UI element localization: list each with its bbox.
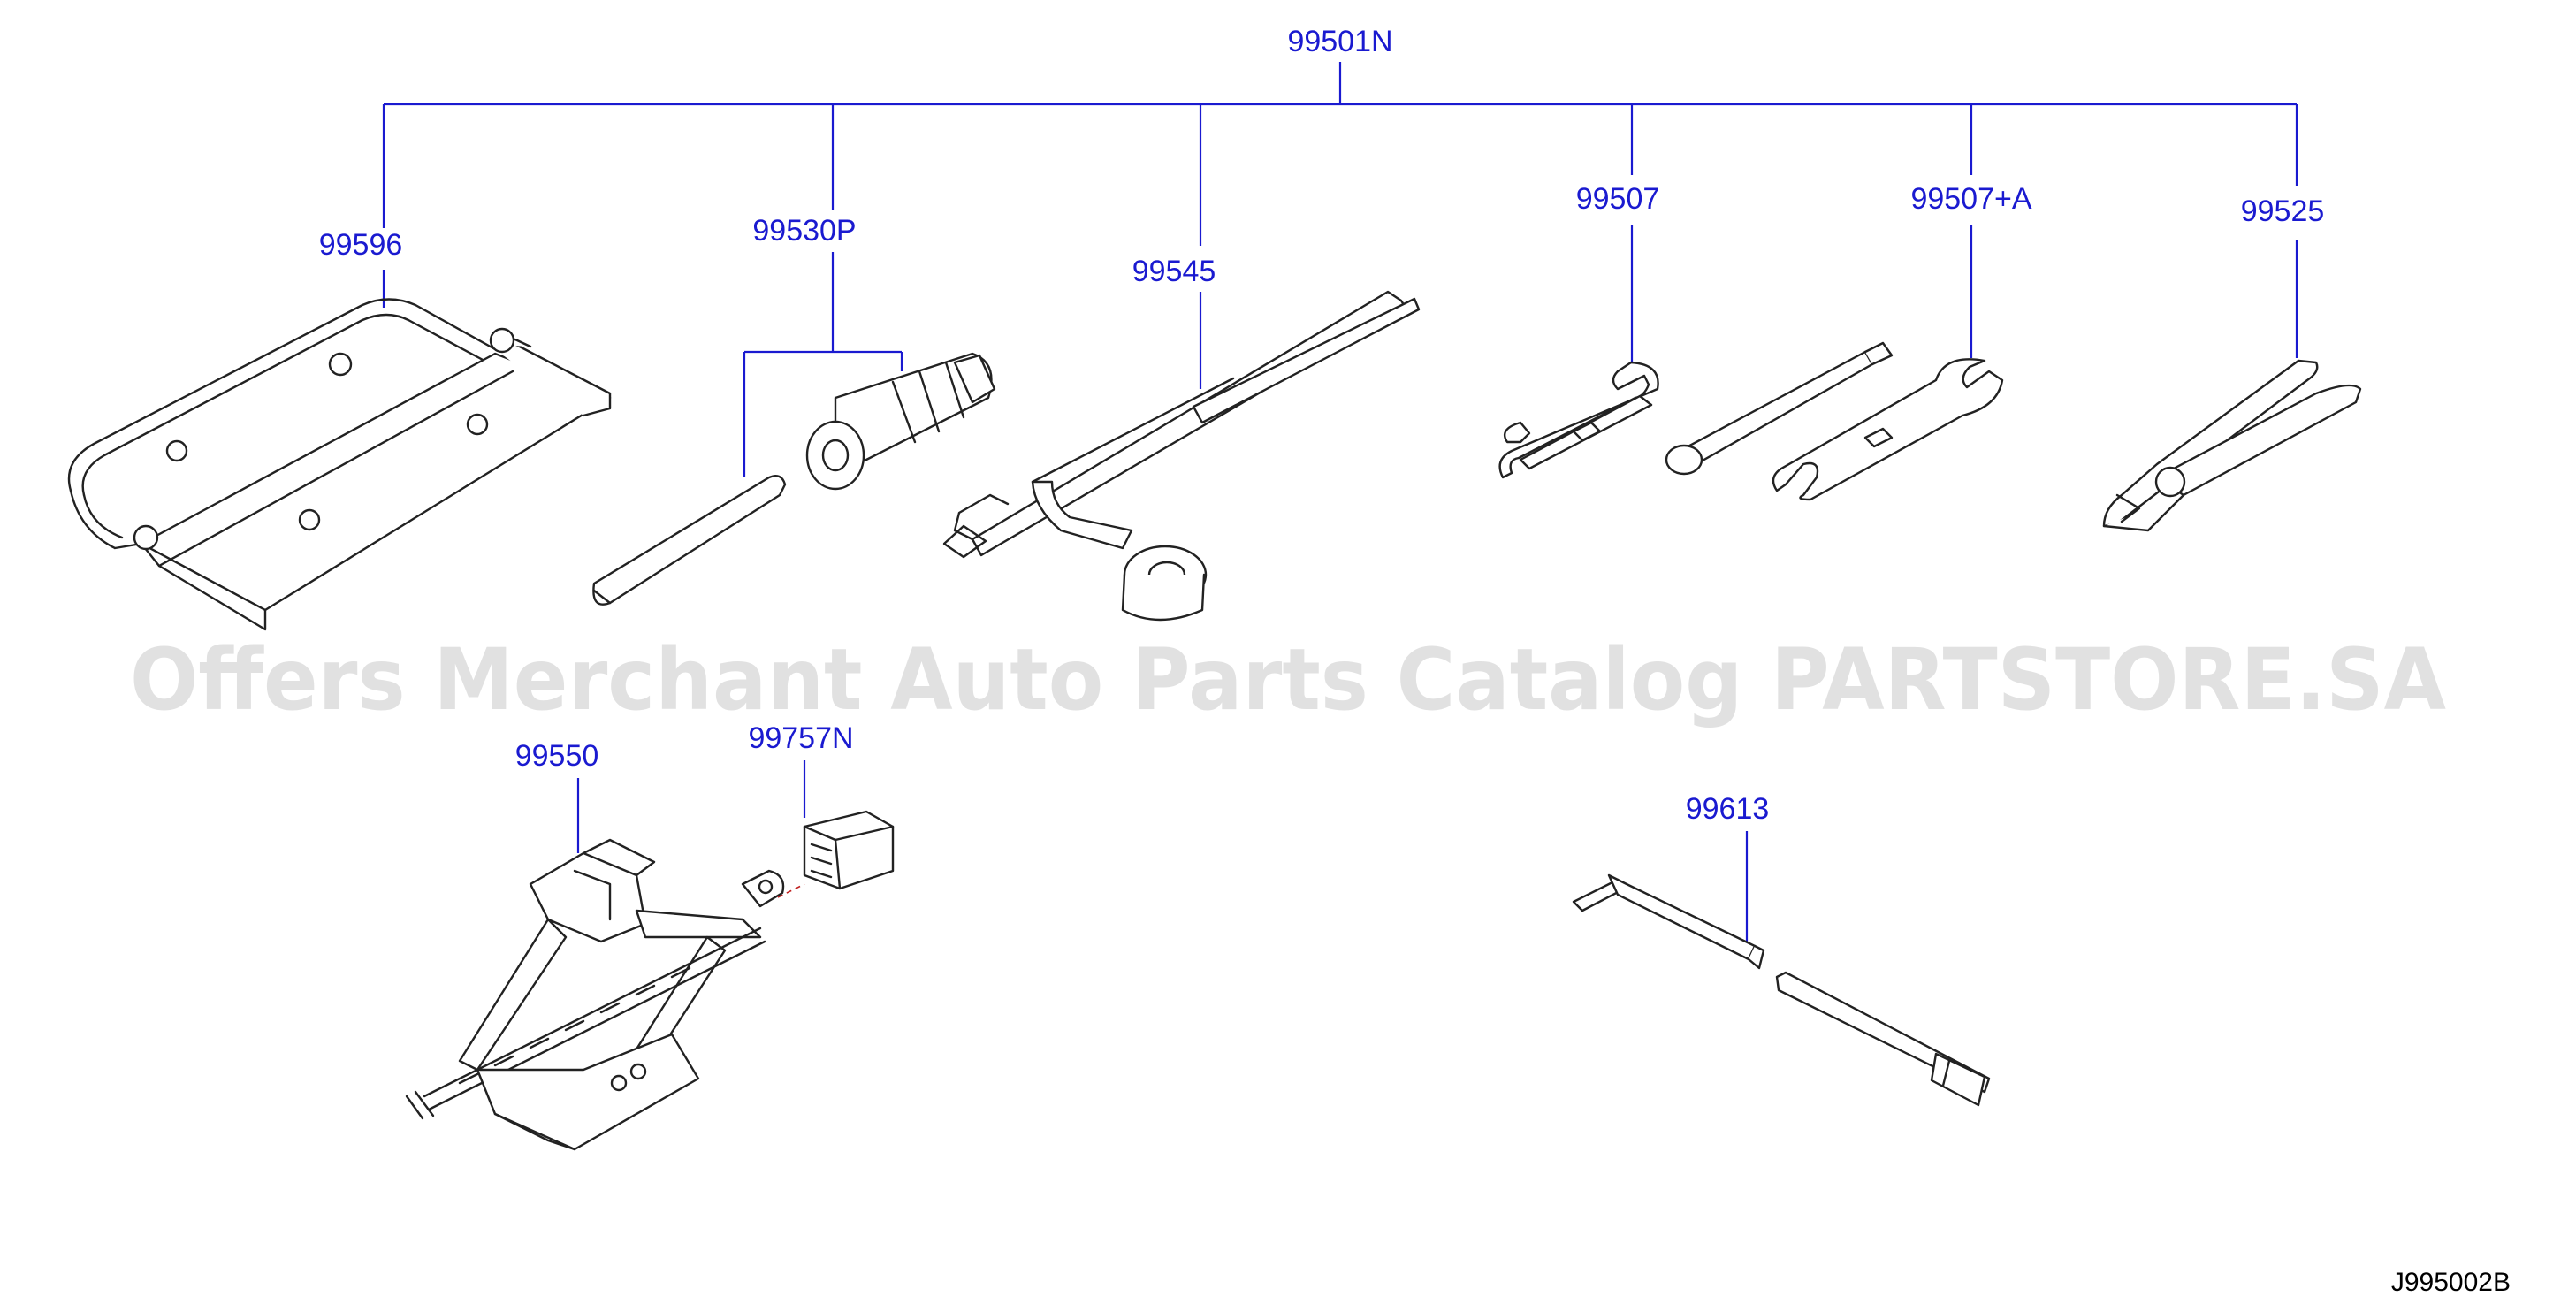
- label-99507[interactable]: 99507: [1576, 182, 1660, 216]
- jack-handle-drawing: [1572, 873, 1991, 1107]
- wrench-small-drawing: [1498, 361, 1659, 479]
- label-99613[interactable]: 99613: [1686, 792, 1770, 826]
- reference-code: J995002B: [2391, 1268, 2511, 1297]
- jack-tray-drawing: [67, 298, 612, 631]
- adapter-drawing: [592, 352, 996, 606]
- label-99550[interactable]: 99550: [515, 739, 599, 773]
- label-99530P[interactable]: 99530P: [752, 214, 856, 248]
- label-99596[interactable]: 99596: [319, 228, 403, 262]
- pliers-drawing: [2102, 359, 2362, 532]
- label-99757N[interactable]: 99757N: [748, 721, 853, 755]
- watermark-text: Offers Merchant Auto Parts Catalog PARTS…: [130, 630, 2446, 729]
- leader-tree: [382, 62, 2298, 946]
- label-99507A[interactable]: 99507+A: [1910, 182, 2031, 216]
- scissor-jack-drawing: [405, 838, 785, 1151]
- adapter-block-drawing: [777, 810, 895, 898]
- extension-and-wrench-drawing: [1665, 341, 2004, 501]
- label-99545[interactable]: 99545: [1132, 255, 1216, 288]
- label-99525[interactable]: 99525: [2241, 195, 2325, 228]
- part-labels: 99501N 99596 99530P 99545 99507 99507+A …: [319, 25, 2325, 826]
- label-99501N[interactable]: 99501N: [1287, 25, 1392, 58]
- wheel-wrench-drawing: [942, 290, 1421, 622]
